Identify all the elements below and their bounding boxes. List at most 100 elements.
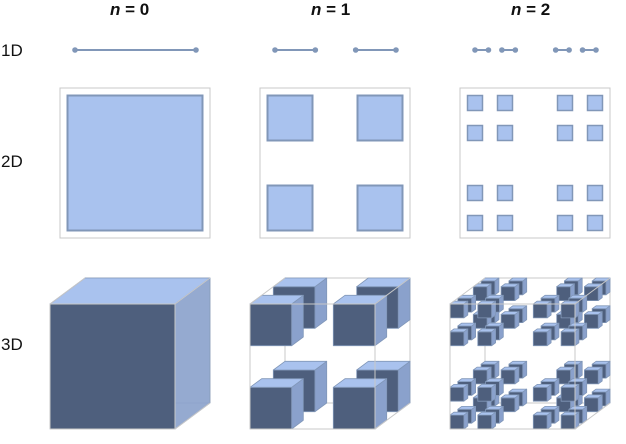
cube-top-face (457, 322, 477, 327)
cube-top-face (532, 383, 552, 388)
segment-endpoint (272, 47, 278, 53)
cube-top-face (532, 411, 552, 416)
cantor-square (556, 184, 574, 202)
cube-top-face (532, 328, 552, 333)
cantor-square (496, 124, 514, 142)
column-header-value: = 2 (521, 0, 551, 19)
cube-top-face (508, 360, 528, 365)
cube-top-face (540, 378, 560, 383)
cube-front-face (477, 414, 493, 430)
cube-top-face (477, 328, 497, 333)
cube-top-face (568, 378, 588, 383)
cube-top-face (332, 378, 388, 388)
cantor-square (466, 124, 484, 142)
cube-front-face (532, 303, 548, 319)
cube-top-face (500, 311, 520, 315)
cube-front-face (249, 303, 293, 347)
column-header-n2: n = 2 (511, 0, 550, 20)
cube-top-face (480, 360, 500, 365)
cube-top-face (584, 394, 603, 399)
cube-front-face (332, 386, 376, 430)
cube-top-face (449, 383, 469, 388)
cube-top-face (508, 388, 528, 393)
cube-top-face (584, 311, 603, 315)
cube-front-face (560, 303, 576, 319)
frame-edge (574, 402, 611, 430)
cube-top-face (249, 378, 304, 388)
segment-endpoint (193, 47, 199, 53)
cube-front-face (532, 414, 548, 430)
segment-endpoint (393, 47, 399, 53)
frame-edge (174, 402, 211, 430)
cube-front-face (449, 303, 465, 319)
cube-front-face (332, 303, 376, 347)
cantor-square (586, 184, 604, 202)
segment-endpoint (312, 47, 319, 53)
cube-top-face (556, 366, 575, 371)
cube-top-face (485, 322, 504, 327)
cube-top-face (477, 411, 497, 416)
segment-endpoint (499, 47, 505, 53)
cube-top-face (556, 283, 575, 288)
cube-top-face (591, 360, 611, 365)
cube-top-face (472, 366, 492, 371)
row-2d-squares (59, 87, 611, 239)
cube-top-face (560, 383, 580, 388)
cube-front-face (532, 386, 548, 402)
cantor-square (356, 94, 404, 142)
frame-edge (249, 277, 286, 305)
cube-top-face (449, 411, 469, 416)
segment-endpoint (512, 47, 519, 53)
cube-top-face (449, 328, 469, 333)
column-header-value: = 1 (321, 0, 351, 19)
segment-endpoint (552, 47, 559, 53)
cube-top-face (485, 378, 504, 383)
cube-top-face (356, 360, 411, 371)
segment-endpoint (472, 47, 478, 53)
row-label-3d: 3D (1, 335, 23, 354)
cantor-square (556, 94, 574, 112)
cantor-square (66, 94, 204, 232)
cube-front-face (49, 303, 176, 430)
column-header-n1: n = 1 (311, 0, 350, 20)
cantor-square (556, 214, 574, 232)
cube-top-face (564, 277, 583, 282)
segment-endpoint (579, 47, 586, 53)
cube-front-face (532, 331, 548, 347)
cantor-square (466, 94, 484, 112)
cantor-square (586, 124, 604, 142)
cube-front-face (449, 386, 465, 402)
frame-edge (374, 277, 411, 305)
column-header-var: n (511, 0, 522, 19)
frame-edge (449, 277, 486, 305)
column-header-var: n (110, 0, 121, 19)
row-3d-cubes (49, 277, 611, 430)
cube-top-face (591, 388, 611, 393)
column-header-value: = 0 (120, 0, 150, 19)
cube-top-face (500, 283, 520, 288)
cube-front-face (477, 303, 493, 319)
cantor-square (586, 214, 604, 232)
cantor-square (496, 184, 514, 202)
cube-top-face (560, 328, 580, 333)
cube-top-face (485, 405, 504, 410)
cantor-square (556, 124, 574, 142)
cube-front-face (477, 331, 493, 347)
cube-top-face (457, 378, 477, 383)
cantor-square (466, 184, 484, 202)
cube-top-face (457, 405, 477, 410)
cube-top-face (477, 383, 497, 388)
cube-front-face (477, 386, 493, 402)
cantor-square (266, 94, 314, 142)
segment-endpoint (352, 47, 359, 53)
frame-edge (374, 402, 411, 430)
segment-endpoint (566, 47, 572, 53)
cube-top-face (568, 322, 588, 327)
frame-edge (49, 277, 86, 305)
row-label-2d: 2D (1, 152, 23, 171)
column-header-n0: n = 0 (110, 0, 149, 20)
cube-top-face (508, 305, 528, 310)
cube-top-face (591, 305, 611, 310)
cube-top-face (540, 322, 560, 327)
cube-front-face (449, 331, 465, 347)
